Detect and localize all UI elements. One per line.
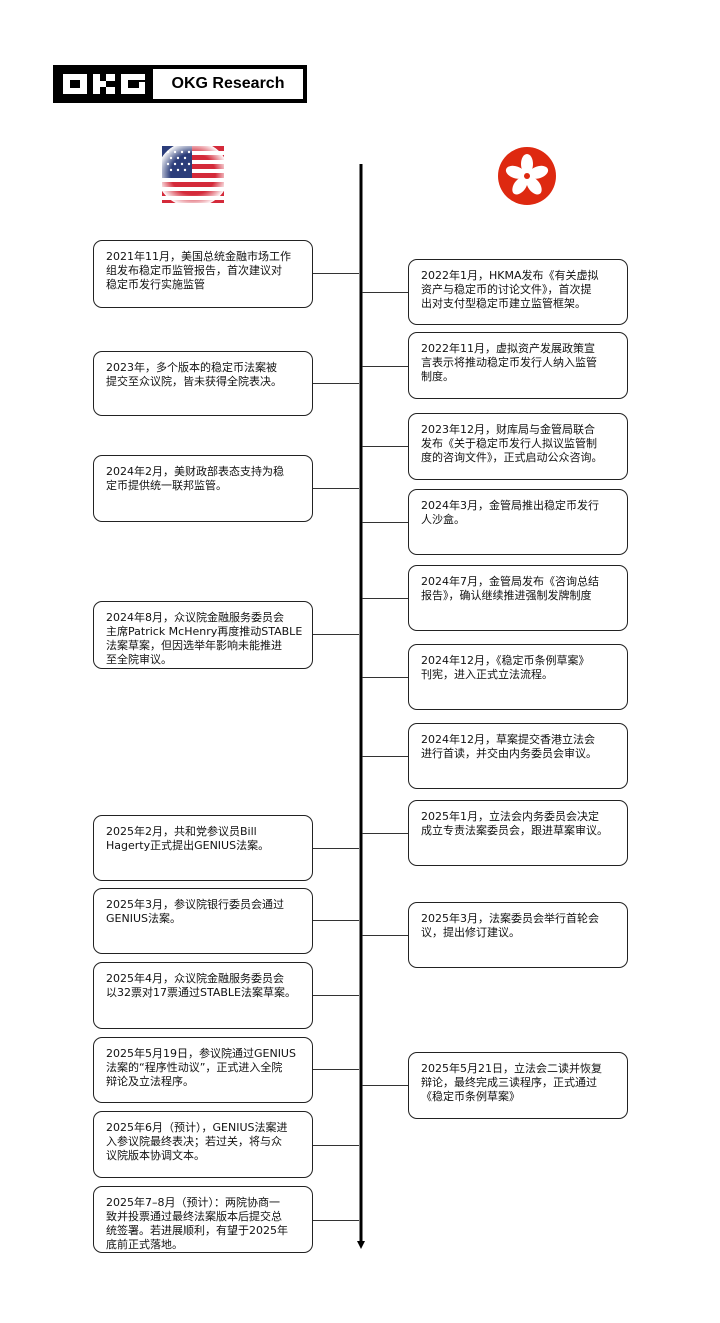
us-event-card: 2025年2月，共和党参议员Bill Hagerty正式提出GENIUS法案。 (93, 815, 313, 881)
hk-event-card: 2025年3月，法案委员会举行首轮会 议，提出修订建议。 (408, 902, 628, 968)
us-event-card: 2025年4月，众议院金融服务委员会 以32票对17票通过STABLE法案草案。 (93, 962, 313, 1029)
us-flag-icon (158, 142, 228, 206)
connector-line (312, 383, 359, 384)
timeline-axis (357, 164, 365, 1249)
connector-line (362, 522, 409, 523)
us-event-card: 2024年8月，众议院金融服务委员会 主席Patrick McHenry再度推动… (93, 601, 313, 669)
us-event-card: 2025年7–8月（预计）：两院协商一 致并投票通过最终法案版本后提交总 统签署… (93, 1186, 313, 1253)
us-event-card: 2021年11月，美国总统金融市场工作 组发布稳定币监管报告，首次建议对 稳定币… (93, 240, 313, 308)
hk-event-card: 2023年12月，财库局与金管局联合 发布《关于稳定币发行人拟议监管制 度的咨询… (408, 413, 628, 480)
connector-line (312, 273, 359, 274)
connector-line (362, 598, 409, 599)
us-event-card: 2025年3月，参议院银行委员会通过 GENIUS法案。 (93, 888, 313, 954)
connector-line (312, 995, 359, 996)
us-event-card: 2025年6月（预计），GENIUS法案进 入参议院最终表决；若过关，将与众 议… (93, 1111, 313, 1178)
connector-line (362, 677, 409, 678)
hk-event-card: 2024年3月，金管局推出稳定币发行 人沙盒。 (408, 489, 628, 555)
hong-kong-flag-icon (498, 147, 556, 205)
connector-line (362, 292, 409, 293)
connector-line (312, 488, 359, 489)
connector-line (362, 935, 409, 936)
hk-event-card: 2022年11月，虚拟资产发展政策宣 言表示将推动稳定币发行人纳入监管 制度。 (408, 332, 628, 399)
connector-line (362, 366, 409, 367)
us-event-card: 2024年2月，美财政部表态支持为稳 定币提供统一联邦监管。 (93, 455, 313, 522)
connector-line (312, 920, 359, 921)
connector-line (312, 1069, 359, 1070)
hk-event-card: 2024年12月，《稳定币条例草案》 刊宪，进入正式立法流程。 (408, 644, 628, 710)
logo-wordmark: OKG Research (171, 75, 285, 92)
connector-line (312, 1145, 359, 1146)
connector-line (362, 833, 409, 834)
connector-line (362, 756, 409, 757)
connector-line (312, 848, 359, 849)
connector-line (312, 634, 359, 635)
okg-research-logo: OKG Research (53, 65, 307, 103)
connector-line (312, 1220, 359, 1221)
hk-event-card: 2024年12月，草案提交香港立法会 进行首读，并交由内务委员会审议。 (408, 723, 628, 789)
hk-event-card: 2025年1月，立法会内务委员会决定 成立专责法案委员会，跟进草案审议。 (408, 800, 628, 866)
connector-line (362, 1085, 409, 1086)
timeline-arrow-icon (357, 1241, 365, 1249)
hk-event-card: 2024年7月，金管局发布《咨询总结 报告》，确认继续推进强制发牌制度 (408, 565, 628, 631)
hk-event-card: 2022年1月，HKMA发布《有关虚拟 资产与稳定币的讨论文件》，首次提 出对支… (408, 259, 628, 325)
us-event-card: 2025年5月19日，参议院通过GENIUS 法案的“程序性动议”，正式进入全院… (93, 1037, 313, 1103)
hk-event-card: 2025年5月21日，立法会二读并恢复 辩论，最终完成三读程序，正式通过 《稳定… (408, 1052, 628, 1119)
connector-line (362, 446, 409, 447)
logo-wordmark-box: OKG Research (153, 69, 303, 99)
okg-logo-mark-icon (63, 74, 145, 94)
us-event-card: 2023年，多个版本的稳定币法案被 提交至众议院，皆未获得全院表决。 (93, 351, 313, 416)
